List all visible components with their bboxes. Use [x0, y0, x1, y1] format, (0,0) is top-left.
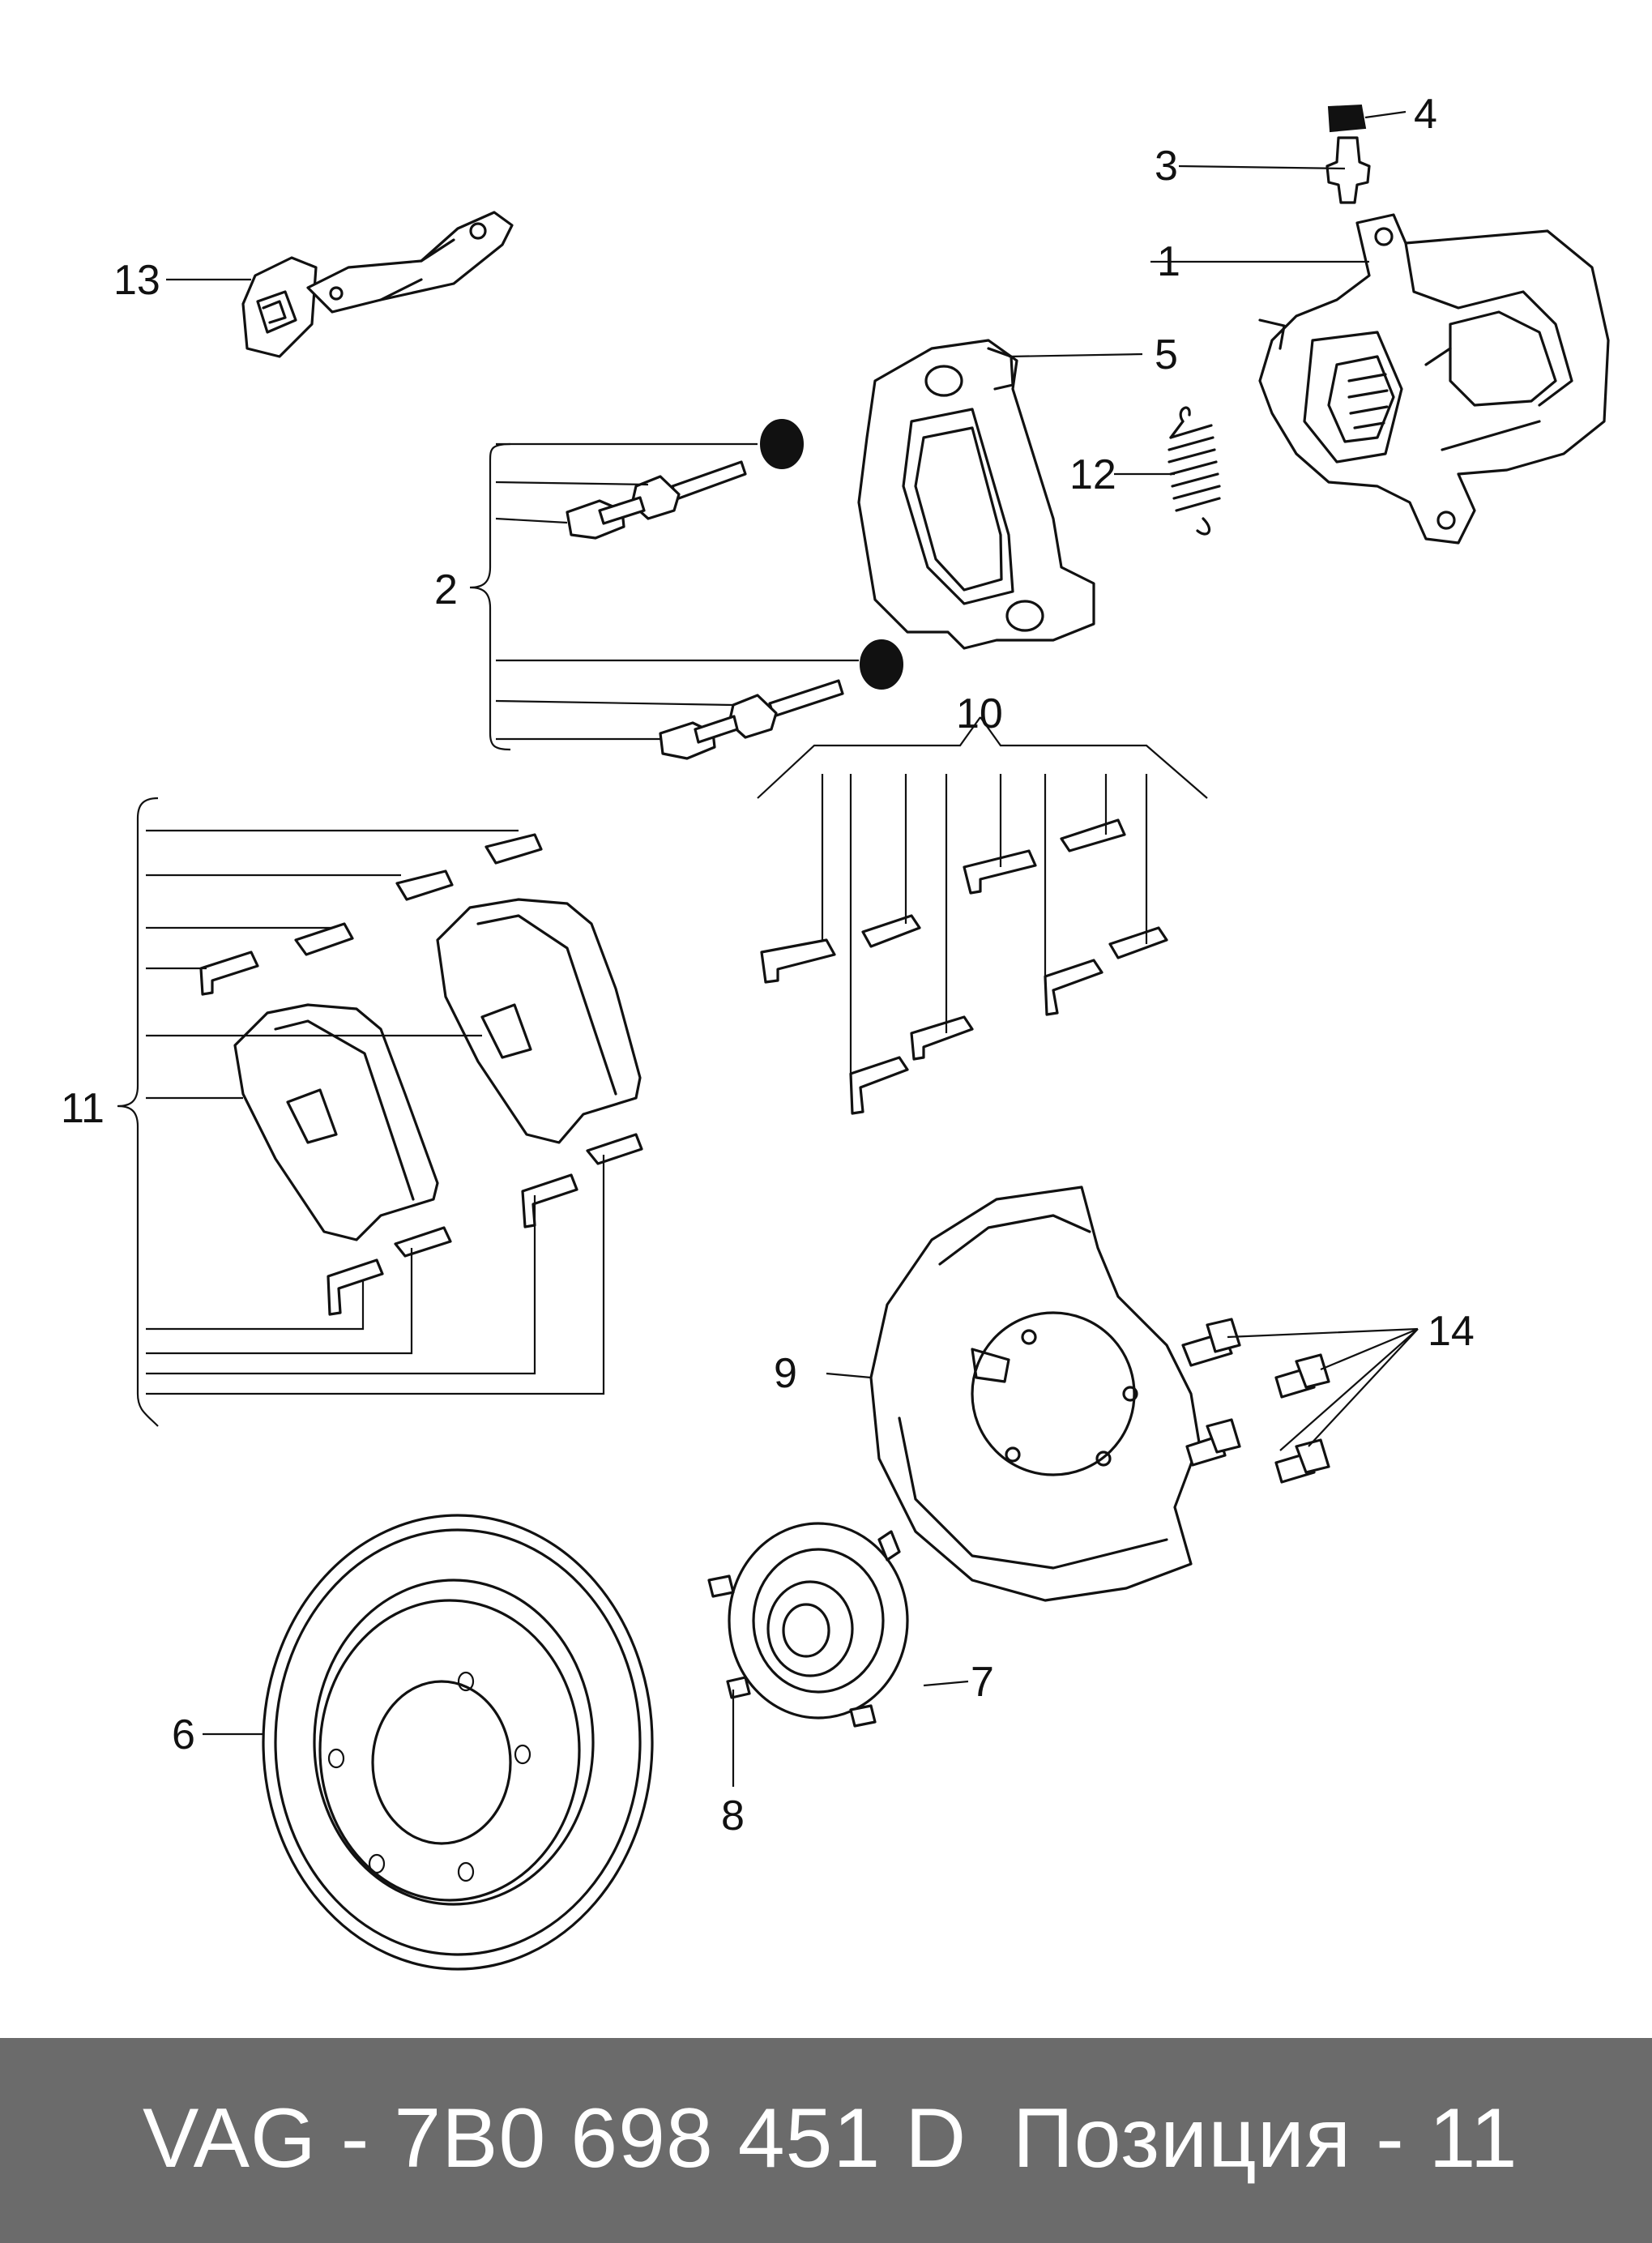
- callout-4: 4: [1414, 91, 1437, 138]
- callout-12: 12: [1069, 451, 1116, 498]
- callout-1: 1: [1157, 238, 1180, 285]
- callout-7: 7: [971, 1659, 994, 1706]
- callout-labels: 1 2 3 4 5 6 7 8 9 10 11 12 13 14: [61, 91, 1475, 1839]
- part-number: VAG - 7B0 698 451 D: [143, 2091, 967, 2185]
- wheel-stud: [726, 1676, 751, 1699]
- exploded-brake-diagram: 1 2 3 4 5 6 7 8 9 10 11 12 13 14: [61, 91, 1610, 1971]
- brake-disc: [262, 1514, 654, 1971]
- dust-cap: [1327, 104, 1367, 133]
- callout-11: 11: [61, 1085, 105, 1132]
- callout-13: 13: [113, 257, 160, 304]
- position-label: Позиция - 11: [1013, 2091, 1518, 2185]
- callout-10: 10: [956, 690, 1003, 737]
- callout-14: 14: [1428, 1308, 1475, 1355]
- callout-8: 8: [721, 1792, 745, 1839]
- bolt-set-lower: [659, 639, 903, 760]
- footer-bar: VAG - 7B0 698 451 D Позиция - 11: [0, 2038, 1652, 2243]
- callout-6: 6: [172, 1711, 195, 1758]
- brake-caliper: [1258, 213, 1610, 545]
- splash-shield: [869, 1186, 1201, 1602]
- bleed-valve: [1325, 136, 1371, 204]
- callout-3: 3: [1155, 143, 1178, 190]
- clip-set-right: [760, 818, 1168, 1115]
- bolt-set-upper: [566, 419, 804, 540]
- mounting-bolts: [1181, 1318, 1330, 1484]
- caliper-carrier: [857, 339, 1095, 650]
- brake-pads: [199, 833, 643, 1316]
- callout-5: 5: [1155, 331, 1178, 378]
- leader-lines: [117, 110, 1419, 1787]
- wheel-hub: [707, 1522, 909, 1728]
- callout-9: 9: [774, 1350, 797, 1397]
- spring: [1167, 406, 1221, 536]
- callout-2: 2: [434, 566, 458, 613]
- wear-sensor: [241, 211, 514, 358]
